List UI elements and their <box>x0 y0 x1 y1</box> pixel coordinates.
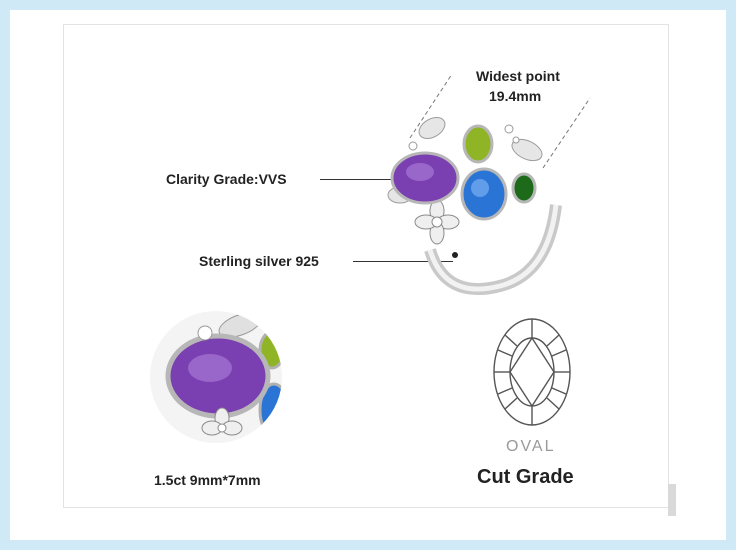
clarity-leader-line <box>320 179 416 180</box>
material-label: Sterling silver 925 <box>199 253 319 269</box>
carat-size-label: 1.5ct 9mm*7mm <box>154 472 261 488</box>
cut-grade-title: Cut Grade <box>477 466 574 488</box>
scrollbar-thumb[interactable] <box>668 484 676 516</box>
cut-shape-label: OVAL <box>506 438 556 455</box>
material-leader-line <box>353 261 453 262</box>
product-info-card <box>63 24 669 508</box>
widest-point-value: 19.4mm <box>489 88 542 104</box>
widest-point-label: Widest point <box>476 68 560 84</box>
clarity-grade-label: Clarity Grade:VVS <box>166 171 287 187</box>
